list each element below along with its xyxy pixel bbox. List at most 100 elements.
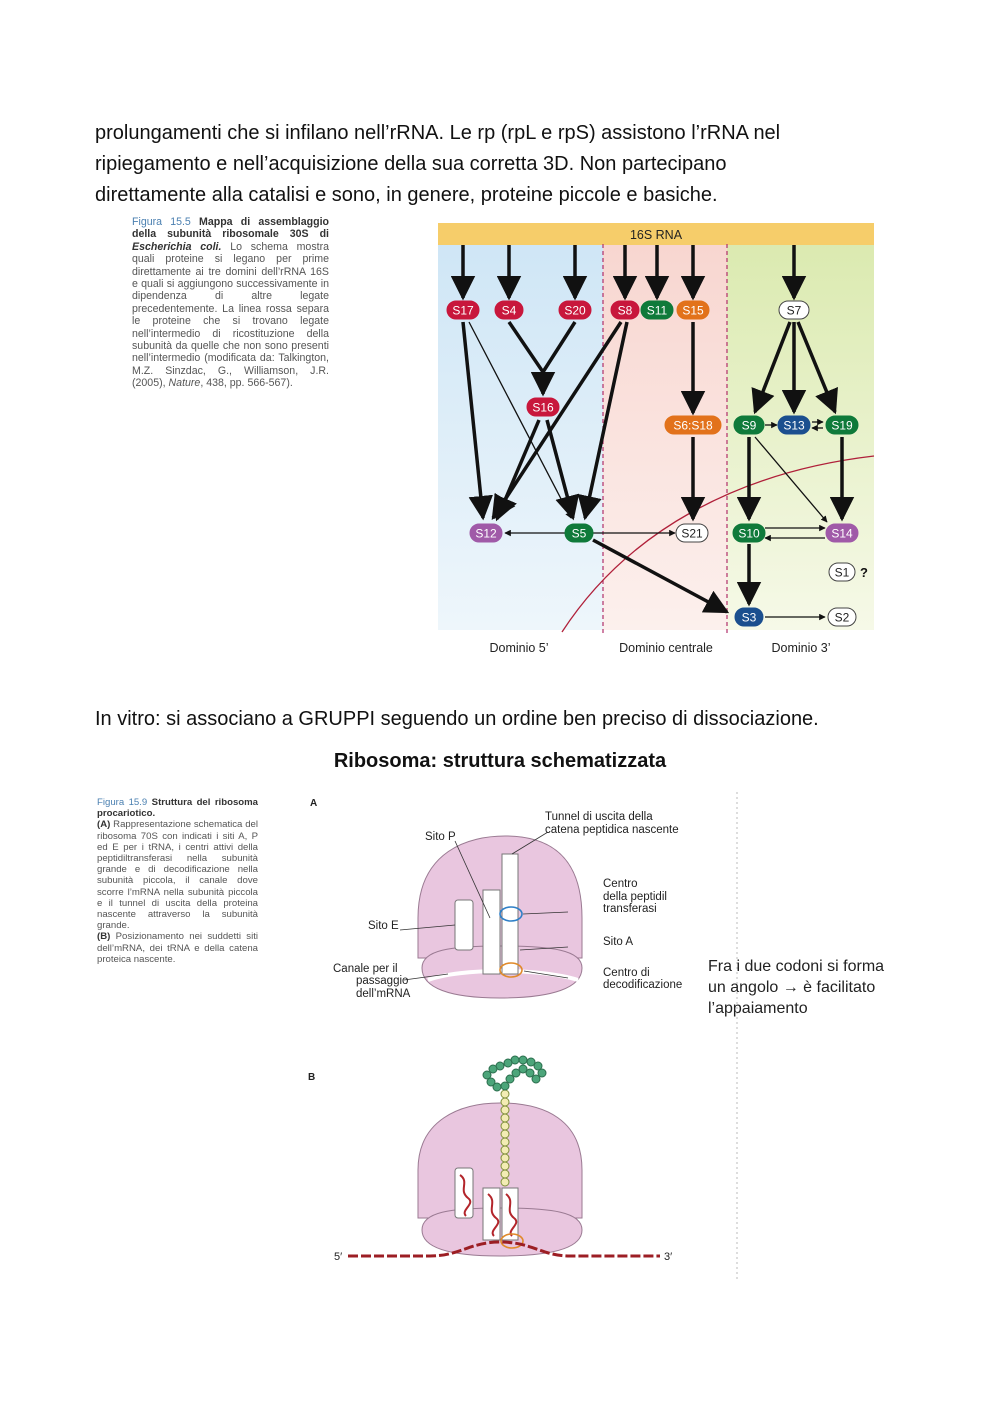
protein-node-s1: S1 (828, 562, 856, 582)
label-sito-a: Sito A (603, 936, 633, 948)
s1-question-mark: ? (860, 565, 868, 580)
decoding-center (500, 1233, 524, 1249)
peptide-chain-outside (482, 1055, 547, 1092)
protein-node-label: S6:S18 (673, 419, 713, 433)
trna-a-folded (505, 1193, 518, 1237)
protein-node-s20: S20 (558, 300, 592, 320)
note-line: un angolo → è facilitato (708, 979, 875, 996)
site-p-trna (482, 889, 501, 975)
nascent-peptide-chain (500, 1089, 510, 1187)
protein-node-label: S19 (831, 419, 853, 433)
protein-node-label: S9 (742, 419, 757, 433)
site-p-trna (482, 1187, 501, 1241)
mrna-3-prime: 3′ (664, 1251, 672, 1263)
caption-species: Escherichia coli. (132, 240, 222, 253)
site-a-trna (501, 853, 519, 975)
figure-15-5-caption: Figura 15.5 Mappa di assemblaggio della … (132, 216, 329, 390)
mrna-strand (348, 1240, 660, 1258)
protein-node-s16: S16 (526, 397, 560, 417)
caption-end: , 438, pp. 566-567). (200, 377, 293, 390)
protein-node-label: S20 (564, 304, 586, 318)
label-centro-decodificazione: Centro di (603, 967, 650, 979)
arrows (450, 245, 855, 621)
label-tunnel: Tunnel di uscita della (545, 811, 653, 823)
caption-b: Posizionamento nei suddetti siti dell’mR… (97, 931, 259, 965)
assembly-map-diagram: 16S RNA (438, 223, 875, 655)
protein-node-s17: S17 (446, 300, 480, 320)
caption-bold: Mappa di assemblaggio della subunità rib… (132, 216, 329, 241)
protein-node-label: S21 (681, 527, 703, 541)
domain-label-5: Dominio 5’ (489, 641, 548, 655)
protein-node-label: S10 (738, 527, 760, 541)
paragraph-line: ripiegamento e nell’acquisizione della s… (95, 153, 727, 175)
protein-node-label: S14 (831, 527, 853, 541)
protein-node-s21: S21 (675, 523, 709, 543)
protein-node-s5: S5 (564, 523, 594, 543)
site-e-trna (454, 899, 474, 951)
protein-node-label: S4 (502, 304, 517, 318)
rrna-16s-bar (438, 223, 874, 245)
leader-lines-a (399, 831, 569, 981)
protein-node-s6-s18: S6:S18 (664, 415, 722, 435)
ribosome-a (417, 835, 583, 999)
caption-title: Figura 15.5 (132, 216, 191, 228)
label-centro-decodificazione: decodificazione (603, 979, 682, 991)
note-line: l’appaiamento (708, 1000, 808, 1017)
labels-a: Tunnel di uscita della catena peptidica … (333, 811, 682, 1000)
protein-node-s9: S9 (733, 415, 765, 435)
paragraph-line: direttamente alla catalisi e sono, in ge… (95, 184, 718, 206)
label-sito-p: Sito P (425, 831, 456, 843)
protein-node-s3: S3 (734, 607, 764, 627)
section-heading: Ribosoma: struttura schematizzata (333, 750, 667, 772)
protein-node-label: S11 (647, 304, 668, 318)
rrna-16s-label: 16S RNA (630, 228, 683, 242)
peptidyl-transferase-center (499, 906, 523, 922)
protein-node-label: S17 (452, 304, 474, 318)
protein-node-label: S13 (783, 419, 805, 433)
label-centro-peptidil: Centro (603, 878, 638, 890)
protein-node-label: S2 (835, 611, 850, 625)
protein-node-s19: S19 (825, 415, 859, 435)
caption-title: Figura 15.9 (97, 797, 148, 808)
protein-node-label: S16 (532, 401, 554, 415)
label-centro-peptidil: transferasi (603, 903, 657, 915)
panel-b-label: B (308, 1072, 315, 1083)
decoding-center (499, 962, 523, 978)
protein-node-s15: S15 (676, 300, 710, 320)
in-vitro-paragraph: In vitro: si associano a GRUPPI seguendo… (95, 708, 819, 730)
caption-journal: Nature (168, 377, 201, 390)
note-line: Fra i due codoni si forma (708, 958, 884, 975)
protein-node-label: S5 (572, 527, 587, 541)
protein-node-label: S15 (682, 304, 704, 318)
protein-node-s14: S14 (825, 523, 859, 543)
label-canale: passaggio (356, 975, 408, 987)
protein-node-label: S3 (742, 611, 757, 625)
caption-b-marker: (B) (97, 931, 111, 943)
trna-p-folded (487, 1193, 500, 1237)
paragraph-line: prolungamenti che si infilano nell’rRNA.… (95, 122, 781, 144)
intro-paragraph: prolungamenti che si infilano nell’rRNA.… (95, 118, 780, 211)
label-centro-peptidil: della peptidil (603, 891, 667, 903)
protein-node-s7: S7 (778, 300, 810, 320)
angle-note: Fra i due codoni si forma un angolo → è … (708, 958, 884, 1017)
protein-node-s13: S13 (777, 415, 811, 435)
protein-node-s12: S12 (469, 523, 503, 543)
protein-node-label: S8 (618, 304, 633, 318)
trna-e-folded (459, 1174, 472, 1217)
label-sito-e: Sito E (368, 920, 399, 932)
label-tunnel: catena peptidica nascente (545, 824, 679, 836)
protein-node-s4: S4 (494, 300, 524, 320)
label-canale: dell’mRNA (356, 988, 411, 1000)
ribosome-diagram: A Tunnel di uscita della catena peptidic… (308, 792, 884, 1280)
panel-a-label: A (310, 798, 317, 809)
domain-label-central: Dominio centrale (619, 641, 713, 655)
figure-15-9-caption: Figura 15.9 Struttura del ribosoma proca… (97, 797, 258, 965)
protein-node-s10: S10 (732, 523, 766, 543)
caption-body: Lo schema mostra quali proteine si legan… (132, 240, 329, 390)
domain-label-3: Dominio 3’ (771, 641, 830, 655)
protein-node-label: S12 (475, 527, 497, 541)
caption-bold: Struttura del ribosoma procariotico. (97, 797, 259, 820)
label-canale: Canale per il (333, 963, 398, 975)
protein-node-s8: S8 (610, 300, 640, 320)
